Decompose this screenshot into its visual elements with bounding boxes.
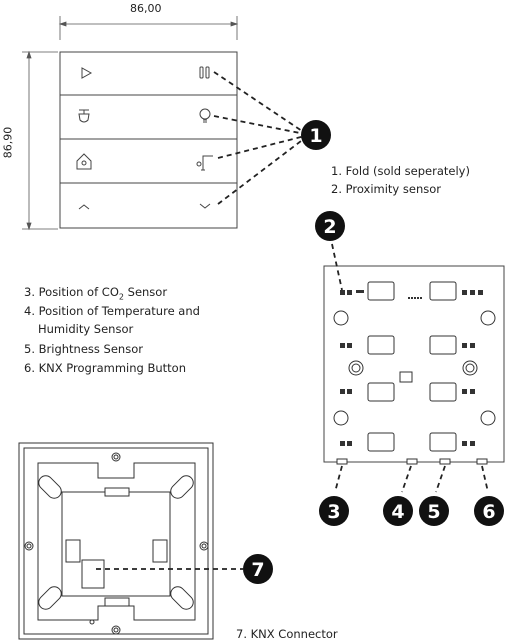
width-dimension-label: 86,00 (130, 2, 162, 15)
badge-5-label: 5 (427, 501, 440, 523)
callout-knx-programming: 6. KNX Programming Button (24, 361, 186, 375)
badge1-leaders (213, 71, 306, 205)
board-leaders (331, 243, 489, 493)
bulb-icon (199, 108, 211, 123)
callout-temperature-line2: Humidity Sensor (38, 322, 134, 336)
switch-panel (59, 51, 238, 229)
badge-7-label: 7 (251, 559, 264, 581)
badge-4: 4 (383, 496, 413, 526)
badge-2-label: 2 (323, 216, 336, 238)
badge-3-label: 3 (327, 501, 340, 523)
mounting-frame (18, 442, 214, 640)
badge-6: 6 (474, 496, 504, 526)
sensor-board (323, 265, 505, 465)
callout-proximity: 2. Proximity sensor (331, 182, 441, 196)
blind-icon (196, 155, 213, 171)
play-icon (81, 67, 93, 79)
dimension-lines (22, 16, 239, 231)
callout-fold: 1. Fold (sold seperately) (331, 164, 470, 178)
callout-knx-connector: 7. KNX Connector (236, 627, 338, 641)
badge-3: 3 (319, 496, 349, 526)
timer-icon (78, 109, 90, 123)
badge-2: 2 (315, 211, 345, 241)
callout-co2-suffix: Sensor (123, 285, 168, 299)
home-icon (76, 153, 92, 170)
callout-brightness: 5. Brightness Sensor (24, 342, 143, 356)
callout-temperature-line1: 4. Position of Temperature and (24, 304, 200, 318)
callout-co2-prefix: 3. Position of CO (24, 285, 119, 299)
badge-6-label: 6 (482, 501, 495, 523)
callout-co2-subscript: 2 (118, 292, 124, 302)
chevron-up-icon (78, 204, 90, 210)
callout-co2: 3. Position of CO2 Sensor (24, 284, 167, 305)
chevron-down-icon (199, 203, 211, 209)
badge-1-label: 1 (309, 125, 322, 147)
badge-7: 7 (243, 554, 273, 584)
badge-4-label: 4 (391, 501, 404, 523)
badge-1: 1 (301, 120, 331, 150)
pause-icon (199, 66, 210, 79)
badge-5: 5 (419, 496, 449, 526)
